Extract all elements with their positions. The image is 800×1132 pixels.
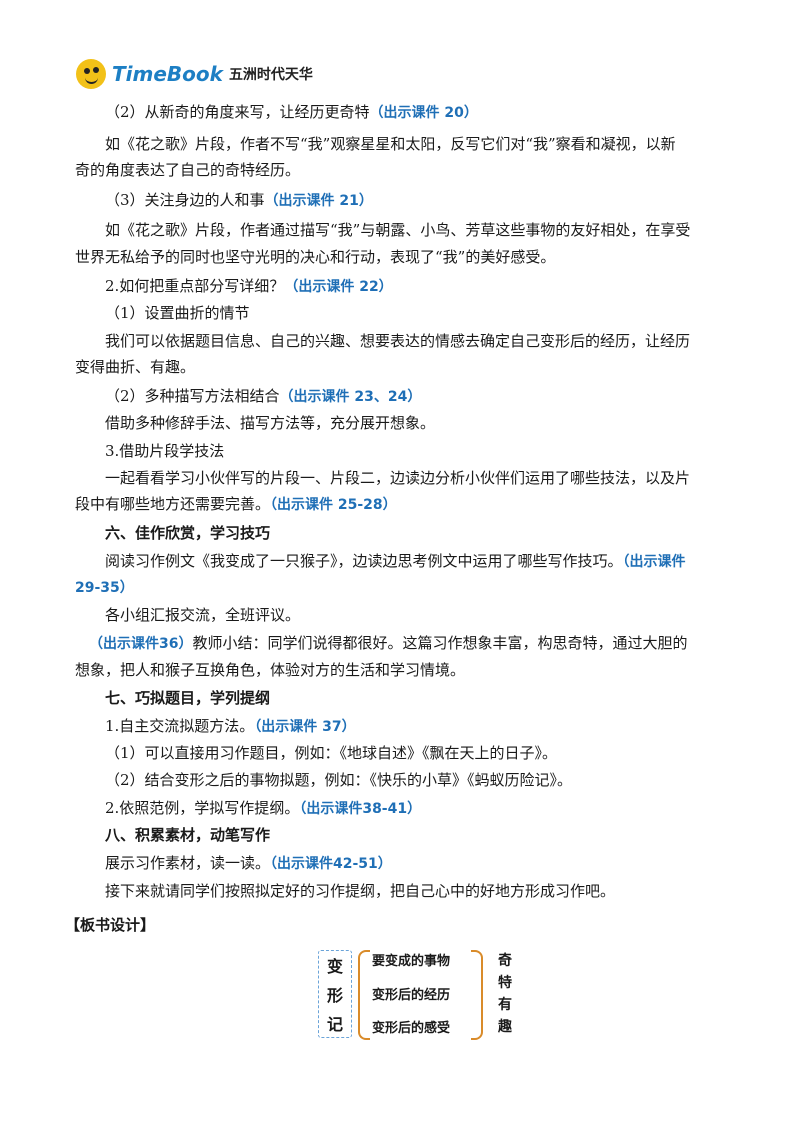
- section-heading: 六、佳作欣赏，学习技巧: [105, 524, 271, 542]
- publisher-logo: TimeBook 五洲时代天华: [76, 56, 313, 92]
- brand-name-en: TimeBook: [112, 62, 223, 86]
- text-line: 我们可以依据题目信息、自己的兴趣、想要表达的情感去确定自己变形后的经历，让经历: [105, 332, 691, 350]
- text-line: （1）设置曲折的情节: [105, 304, 250, 322]
- right-brace-icon: [471, 950, 483, 1040]
- brand-name-cn: 五洲时代天华: [228, 67, 313, 83]
- text-line: 段中有哪些地方还需要完善。（出示课件 25-28）: [75, 495, 397, 513]
- board-item: 变形后的经历: [372, 987, 451, 1003]
- section-heading: 八、积累素材，动笔写作: [105, 826, 271, 844]
- text-line: 29-35）: [75, 580, 134, 596]
- text-line: （2）多种描写方法相结合（出示课件 23、24）: [105, 387, 422, 405]
- left-brace-icon: [358, 950, 370, 1040]
- text-line: 各小组汇报交流，全班评议。: [105, 606, 301, 624]
- text-line: 一起看看学习小伙伴写的片段一、片段二，边读边分析小伙伴们运用了哪些技法，以及片: [105, 469, 691, 487]
- text-line: 世界无私给予的同时也坚守光明的决心和行动，表现了“我”的美好感受。: [75, 248, 556, 266]
- section-heading: 七、巧拟题目，学列提纲: [105, 689, 271, 707]
- text-line: 奇的角度表达了自己的奇特经历。: [75, 161, 301, 179]
- text-line: 1.自主交流拟题方法。（出示课件 37）: [105, 717, 356, 735]
- text-line: 变得曲折、有趣。: [75, 358, 196, 376]
- board-items: 要变成的事物 变形后的经历 变形后的感受: [372, 950, 472, 1036]
- text-line: 3.借助片段学技法: [105, 442, 225, 460]
- text-line: （2）结合变形之后的事物拟题，例如：《快乐的小草》《蚂蚁历险记》。: [105, 771, 573, 789]
- text-line: （1）可以直接用习作题目，例如：《地球自述》《飘在天上的日子》。: [105, 744, 558, 762]
- board-item: 要变成的事物: [372, 954, 451, 969]
- text-line: 借助多种修辞手法、描写方法等，充分展开想象。: [105, 414, 436, 432]
- text-line: 如《花之歌》片段，作者通过描写“我”与朝露、小鸟、芳草这些事物的友好相处，在享受: [105, 221, 691, 239]
- text-line: 2.如何把重点部分写详细？（出示课件 22）: [105, 277, 393, 295]
- panda-logo-icon: [76, 59, 106, 89]
- text-line: 想象，把人和猴子互换角色，体验对方的生活和学习情境。: [75, 661, 466, 679]
- board-design-heading: 【板书设计】: [65, 916, 156, 934]
- text-line: 接下来就请同学们按照拟定好的习作提纲，把自己心中的好地方形成习作吧。: [105, 882, 616, 900]
- board-item: 变形后的感受: [372, 1021, 451, 1036]
- text-line: 如《花之歌》片段，作者不写“我”观察星星和太阳，反写它们对“我”察看和凝视，以新: [105, 135, 676, 153]
- text-line: （2）从新奇的角度来写，让经历更奇特（出示课件 20）: [105, 103, 478, 121]
- text-line: （3）关注身边的人和事（出示课件 21）: [105, 191, 373, 209]
- board-title: 变 形 记: [318, 950, 352, 1038]
- text-line: 阅读习作例文《我变成了一只猴子》，边读边思考例文中运用了哪些写作技巧。（出示课件: [105, 552, 686, 570]
- text-line: （出示课件36）教师小结：同学们说得都很好。这篇习作想象丰富，构思奇特，通过大胆…: [89, 634, 688, 652]
- text-line: 2.依照范例，学拟写作提纲。（出示课件38-41）: [105, 799, 422, 817]
- board-result: 奇 特 有 趣: [498, 953, 512, 1035]
- text-line: 展示习作素材，读一读。（出示课件42-51）: [105, 854, 392, 872]
- blackboard-design: 变 形 记 要变成的事物 变形后的经历 变形后的感受 奇 特 有 趣: [318, 950, 528, 1040]
